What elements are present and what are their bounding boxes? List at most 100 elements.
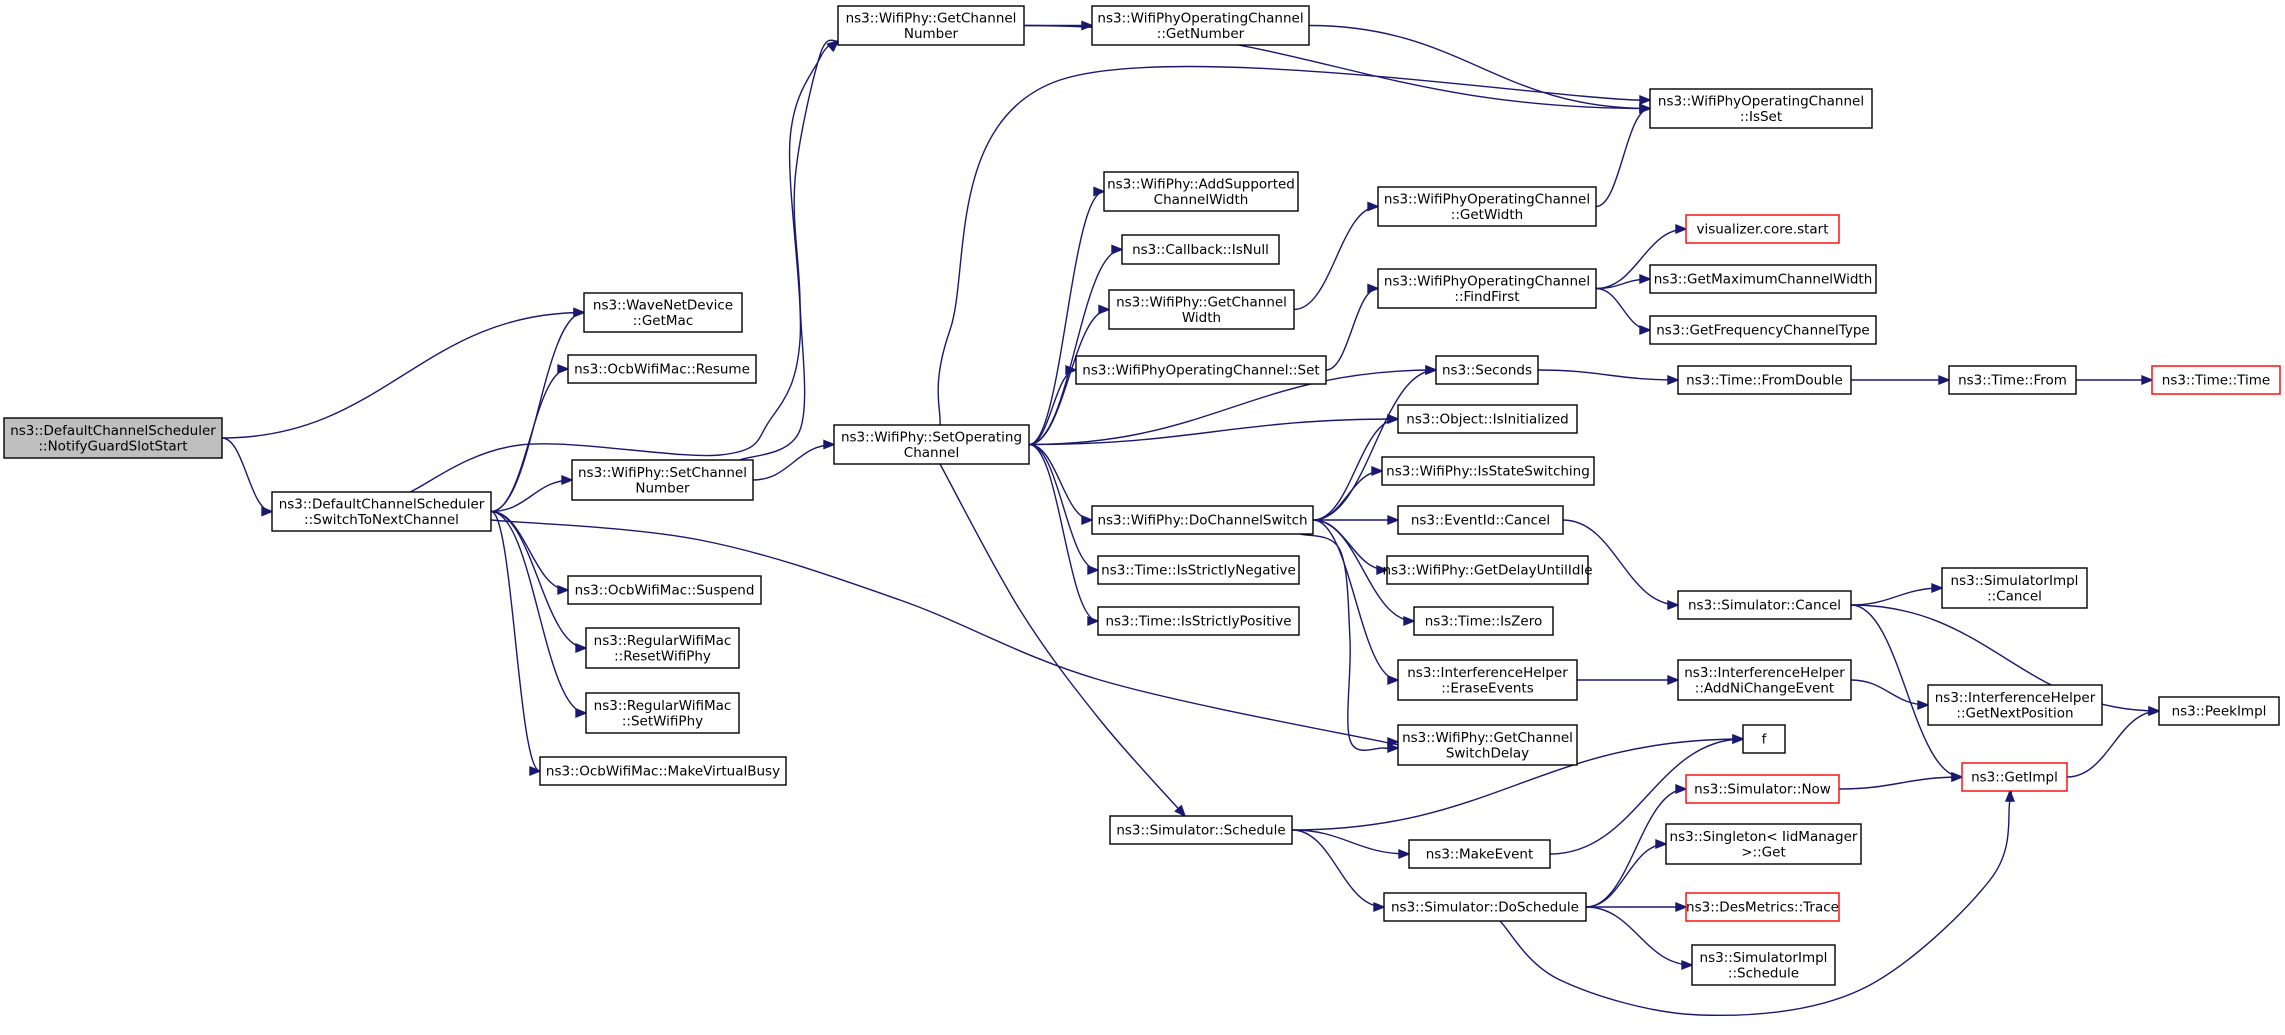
edge-setopch-to-isinit [1028,413,1400,446]
node-seconds[interactable]: ns3::Seconds [1435,355,1539,385]
node-label-line: Width [1182,310,1221,326]
node-isset[interactable]: ns3::WifiPhyOperatingChannel::IsSet [1649,88,1873,129]
node-box [1091,5,1310,46]
node-makeevent[interactable]: ns3::MakeEvent [1408,839,1551,869]
node-simnow[interactable]: ns3::Simulator::Now [1685,774,1840,804]
node-label-line: Number [635,480,690,496]
node-evcancel[interactable]: ns3::EventId::Cancel [1397,505,1564,535]
node-delayidle[interactable]: ns3::WifiPhy::GetDelayUntilIdle [1383,555,1593,585]
node-erase[interactable]: ns3::InterferenceHelper::EraseEvents [1397,659,1578,701]
node-label-line: ns3::EventId::Cancel [1411,513,1550,529]
node-simcancel[interactable]: ns3::Simulator::Cancel [1677,590,1852,620]
node-opgetw[interactable]: ns3::WifiPhyOperatingChannel::GetWidth [1377,186,1597,227]
node-addni[interactable]: ns3::InterferenceHelper::AddNiChangeEven… [1677,659,1852,701]
node-viz[interactable]: visualizer.core.start [1685,214,1840,244]
node-box [585,627,740,669]
edge-dochsw-to-erase [1312,519,1400,686]
node-box [2158,696,2280,726]
node-timetime[interactable]: ns3::Time::Time [2151,365,2281,395]
node-label-line: ns3::DesMetrics::Trace [1686,900,1839,916]
node-from[interactable]: ns3::Time::From [1948,365,2077,395]
node-resume[interactable]: ns3::OcbWifiMac::Resume [567,354,757,384]
edge-findfirst-to-viz [1595,223,1688,290]
edge-seconds-to-fromdouble [1537,369,1680,386]
node-label-line: ::GetNumber [1157,26,1245,42]
node-isinit[interactable]: ns3::Object::IsInitialized [1397,404,1578,434]
node-label-line: ns3::SimulatorImpl [1951,573,2079,589]
node-label-line: ::SwitchToNextChannel [304,512,459,528]
node-box [1097,555,1300,585]
edge-switch-to-setchnum [490,474,574,513]
node-suspend[interactable]: ns3::OcbWifiMac::Suspend [567,575,762,605]
node-virtbusy[interactable]: ns3::OcbWifiMac::MakeVirtualBusy [539,756,787,786]
node-label-line: ::Cancel [1987,588,2042,604]
node-label-line: ns3::SimulatorImpl [1700,950,1828,966]
node-label-line: ::ResetWifiPhy [614,648,711,664]
node-findfirst[interactable]: ns3::WifiPhyOperatingChannel::FindFirst [1377,268,1597,309]
node-fromdouble[interactable]: ns3::Time::FromDouble [1677,365,1852,395]
node-box [1386,555,1589,585]
edge-root-to-switch [221,437,274,517]
node-box [1435,355,1539,385]
node-opset[interactable]: ns3::WifiPhyOperatingChannel::Set [1075,355,1327,385]
node-destrace[interactable]: ns3::DesMetrics::Trace [1685,892,1840,922]
node-peekimpl[interactable]: ns3::PeekImpl [2158,696,2280,726]
edge-switch-to-resume [490,363,570,513]
node-box [1677,365,1852,395]
node-strneg[interactable]: ns3::Time::IsStrictlyNegative [1097,555,1300,585]
node-label-line: ns3::WifiPhy::SetOperating [841,429,1022,445]
node-label-line: ns3::WifiPhy::IsStateSwitching [1386,464,1590,480]
node-label-line: ns3::Time::IsStrictlyNegative [1101,563,1296,579]
node-label-line: Channel [904,445,959,461]
node-box [1075,355,1327,385]
node-isnull[interactable]: ns3::Callback::IsNull [1121,234,1280,265]
edge-opset-to-findfirst [1325,283,1380,371]
node-implcancel[interactable]: ns3::SimulatorImpl::Cancel [1941,567,2088,609]
node-singleton[interactable]: ns3::Singleton< IidManager>::Get [1665,823,1862,865]
node-box [1381,456,1595,486]
node-f[interactable]: f [1742,724,1786,754]
node-label-line: ns3::InterferenceHelper [1407,665,1568,681]
node-nextpos[interactable]: ns3::InterferenceHelper::GetNextPosition [1927,684,2103,726]
node-schedule[interactable]: ns3::Simulator::Schedule [1109,815,1293,845]
node-isstate[interactable]: ns3::WifiPhy::IsStateSwitching [1381,456,1595,486]
node-implsched[interactable]: ns3::SimulatorImpl::Schedule [1691,944,1836,986]
node-getmac[interactable]: ns3::WaveNetDevice::GetMac [583,292,743,333]
node-strpos[interactable]: ns3::Time::IsStrictlyPositive [1097,606,1300,636]
node-label-line: visualizer.core.start [1696,222,1828,238]
edge-dosched-to-implsched [1585,906,1694,971]
node-iszero[interactable]: ns3::Time::IsZero [1413,606,1554,636]
node-label-line: ns3::Time::IsStrictlyPositive [1105,614,1291,630]
node-label-line: ns3::Singleton< IidManager [1670,829,1858,845]
edge-setopch-to-getchw [1028,304,1111,446]
node-resetphy[interactable]: ns3::RegularWifiMac::ResetWifiPhy [585,627,740,669]
node-box [837,5,1025,46]
node-dochsw[interactable]: ns3::WifiPhy::DoChannelSwitch [1091,505,1314,535]
edge-setopch-to-dochsw [1028,443,1094,526]
node-box [1097,606,1300,636]
node-getfreq[interactable]: ns3::GetFrequencyChannelType [1649,315,1877,345]
node-setphy[interactable]: ns3::RegularWifiMac::SetWifiPhy [585,692,740,734]
node-switch[interactable]: ns3::DefaultChannelScheduler::SwitchToNe… [271,491,492,532]
node-opgetnum[interactable]: ns3::WifiPhyOperatingChannel::GetNumber [1091,5,1310,46]
node-label-line: ::Schedule [1728,965,1799,981]
node-box [1108,289,1295,330]
node-box [2151,365,2281,395]
node-getimpl[interactable]: ns3::GetImpl [1961,762,2068,792]
edge-schedule-to-makeevent [1291,829,1411,860]
node-box [1413,606,1554,636]
node-box [567,354,757,384]
node-dosched[interactable]: ns3::Simulator::DoSchedule [1383,892,1587,922]
node-box [1109,815,1293,845]
node-root[interactable]: ns3::DefaultChannelScheduler::NotifyGuar… [3,417,223,459]
node-getmaxw[interactable]: ns3::GetMaximumChannelWidth [1649,264,1877,294]
node-box [1685,892,1840,922]
edge-dochsw-to-iszero [1312,519,1416,627]
